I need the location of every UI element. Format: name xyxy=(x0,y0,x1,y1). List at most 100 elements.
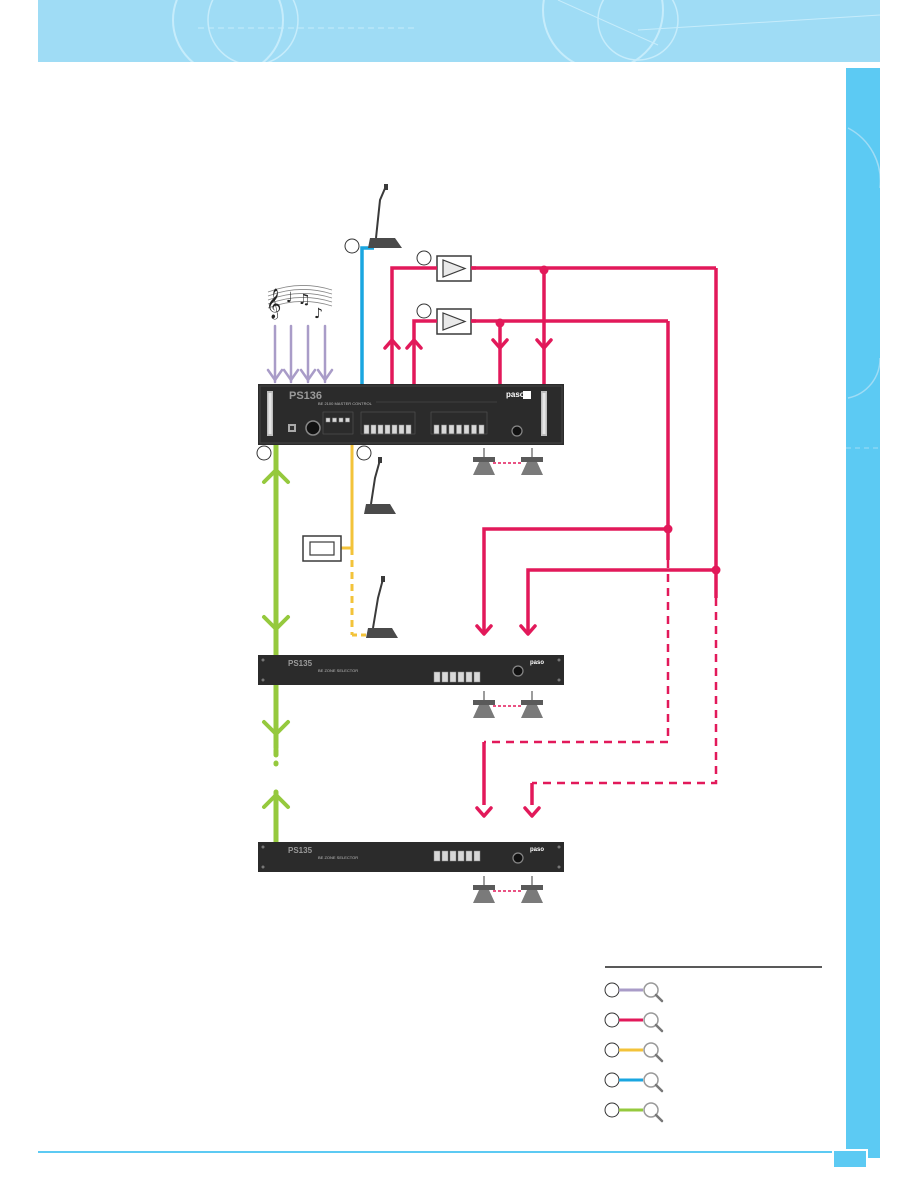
rack-button xyxy=(449,671,457,683)
rack-button xyxy=(433,850,441,862)
rack-button xyxy=(398,424,405,435)
speaker-pair-2 xyxy=(473,691,543,718)
rack-button xyxy=(463,424,470,435)
master-control-unit: PS136 BE 2100 MASTER CONTROL paso xyxy=(258,384,564,445)
callout-bus xyxy=(256,445,272,461)
legend-callout xyxy=(604,1102,620,1118)
legend-callout xyxy=(604,982,620,998)
page-number-tab xyxy=(832,1149,868,1169)
speaker-icon xyxy=(473,885,495,890)
zone-2-subtitle: BE ZONE SELECTOR xyxy=(318,855,358,860)
rack-button xyxy=(473,850,481,862)
legend-item xyxy=(604,1102,664,1123)
svg-text:♫: ♫ xyxy=(298,292,311,308)
master-model-label: PS136 xyxy=(289,390,322,402)
rack-button xyxy=(332,417,337,423)
speaker-line-arrows xyxy=(383,338,553,818)
rack-button xyxy=(384,424,391,435)
legend-item xyxy=(604,1072,664,1093)
rack-button xyxy=(370,424,377,435)
zone-selector-1-unit: PS135 BE ZONE SELECTOR paso xyxy=(258,655,564,685)
rack-button xyxy=(457,850,465,862)
paging-console-icon xyxy=(302,535,342,562)
legend-callout xyxy=(604,1042,620,1058)
magnifier-icon xyxy=(643,1042,664,1063)
rack-button xyxy=(405,424,412,435)
rack-button xyxy=(338,417,344,423)
legend-item xyxy=(604,1012,664,1033)
amplifier-1-icon xyxy=(418,255,476,282)
rack-button xyxy=(345,417,350,423)
rack-button xyxy=(449,850,457,862)
junction-dots xyxy=(495,265,721,575)
svg-text:♪: ♪ xyxy=(314,306,323,322)
speaker-cone xyxy=(473,890,495,903)
rack-button xyxy=(433,671,441,683)
speaker-lines-dashed xyxy=(484,560,718,785)
master-subtitle: BE 2100 MASTER CONTROL xyxy=(318,401,373,406)
paging-microphone-1-icon xyxy=(364,457,396,514)
legend-callout xyxy=(604,1072,620,1088)
legend xyxy=(604,966,822,1123)
magnifier-icon xyxy=(643,1012,664,1033)
rack-button xyxy=(471,424,477,435)
mic-line xyxy=(360,246,374,384)
rack-button xyxy=(457,671,465,683)
paging-lines xyxy=(341,445,368,637)
callout-circles xyxy=(256,238,432,461)
speaker-icon xyxy=(473,700,495,705)
rack-button xyxy=(478,424,485,435)
rack-button xyxy=(473,671,481,683)
zone-selector-2-unit: PS135 BE ZONE SELECTOR paso xyxy=(258,842,564,872)
legend-item xyxy=(604,1042,664,1063)
magnifier-icon xyxy=(643,1102,664,1123)
svg-text:♩: ♩ xyxy=(286,290,293,306)
footer-rule xyxy=(38,1151,880,1153)
speaker-icon xyxy=(521,885,543,890)
callout-amp-2 xyxy=(416,303,432,319)
callout-paging xyxy=(356,445,372,461)
header-decoration xyxy=(172,0,880,62)
magnifier-icon xyxy=(643,1072,664,1093)
rack-button xyxy=(465,671,473,683)
master-brand: paso xyxy=(506,390,525,399)
svg-text:𝄞: 𝄞 xyxy=(266,288,281,320)
legend-item xyxy=(604,982,664,1003)
speaker-icon xyxy=(521,457,543,462)
callout-mic xyxy=(344,238,360,254)
zone-2-button-row xyxy=(433,850,481,862)
rack-button xyxy=(441,424,447,435)
speaker-cone xyxy=(521,890,543,903)
speaker-icon xyxy=(473,457,495,462)
paging-microphone-2-icon xyxy=(366,576,398,638)
rack-button xyxy=(465,850,473,862)
rack-button xyxy=(377,424,384,435)
magnifier-icon xyxy=(643,982,664,1003)
speaker-cone xyxy=(473,705,495,718)
zone-1-model-label: PS135 xyxy=(288,659,313,668)
zone-1-subtitle: BE ZONE SELECTOR xyxy=(318,668,358,673)
legend-callout xyxy=(604,1012,620,1028)
rack-button xyxy=(448,424,455,435)
zone-1-button-row xyxy=(433,671,481,683)
zone-2-brand: paso xyxy=(530,847,544,853)
speaker-cone xyxy=(473,462,495,475)
rack-button xyxy=(391,424,398,435)
speaker-icon xyxy=(521,700,543,705)
header-banner xyxy=(38,0,880,62)
rack-button xyxy=(456,424,462,435)
speaker-lines xyxy=(390,266,718,805)
amplifier-2-icon xyxy=(418,308,476,335)
zone-2-model-label: PS135 xyxy=(288,846,313,855)
rack-button xyxy=(441,671,449,683)
music-notes-icon: 𝄞 ♩ ♫ ♪ xyxy=(266,285,333,322)
gooseneck-microphone-icon xyxy=(368,184,402,248)
zone-1-brand: paso xyxy=(530,660,544,666)
callout-amp-1 xyxy=(416,250,432,266)
speaker-pair-1 xyxy=(473,448,543,475)
rack-button xyxy=(325,417,331,423)
music-input-lines xyxy=(266,324,334,384)
speaker-pair-3 xyxy=(473,876,543,903)
rack-button xyxy=(441,850,449,862)
